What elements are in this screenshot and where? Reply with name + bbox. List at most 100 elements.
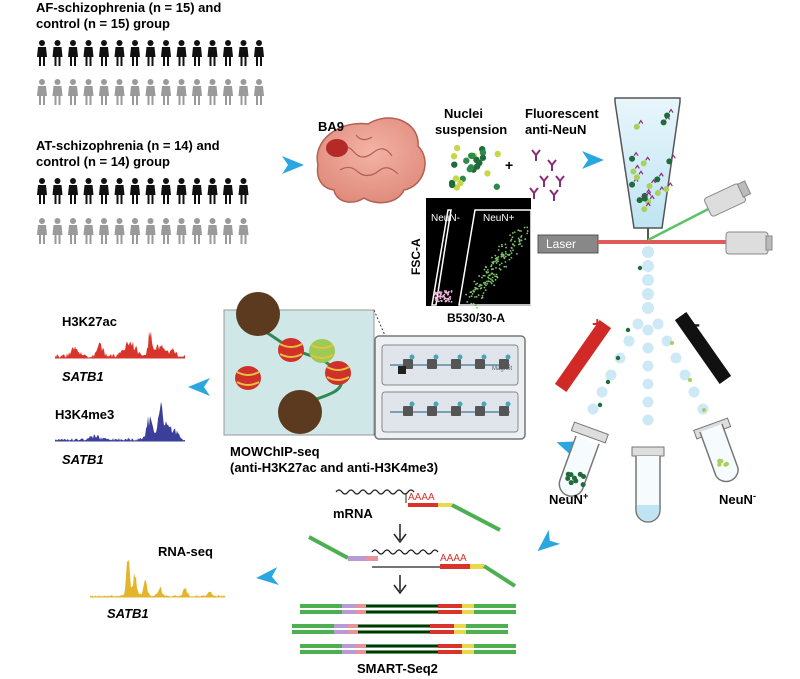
person-icon [52,178,63,204]
minus-plate-label: - [694,314,700,334]
facs-neg-gate-label: NeuN- [431,213,460,224]
person-icon [238,79,249,105]
person-icon [130,178,140,204]
person-icon [207,79,218,105]
person-icon [52,79,63,105]
antibody-label-1: Fluorescent [525,106,599,121]
af-group-grey-row [37,79,264,105]
person-icon [68,79,78,105]
person-icon [176,40,187,66]
facs-ylabel: FSC-A [409,238,423,275]
person-icon [130,218,140,244]
nucleosome-red-1 [278,338,304,362]
rnaseq-track [90,559,225,598]
h3k4me3-gene: SATB1 [62,452,104,467]
polya-label-1: AAAA [408,492,435,503]
brain-illustration [316,117,426,204]
person-icon [254,79,264,105]
at-group-label-2: control (n = 14) group [36,154,170,169]
person-icon [176,218,187,244]
sorting-column [614,97,681,240]
rnaseq-gene: SATB1 [107,606,149,621]
person-icon [37,79,47,105]
person-icon [99,178,109,204]
person-icon [161,178,171,204]
chip-magnet-label: Magnet [492,366,512,372]
neun-neg-label: NeuN- [719,491,756,507]
anti-neun-antibodies [529,149,565,201]
person-icon [145,178,156,204]
antibody-label-2: anti-NeuN [525,122,586,137]
person-icon [192,178,202,204]
facs-xlabel: B530/30-A [447,311,505,325]
person-icon [192,79,202,105]
person-icon [37,178,47,204]
person-icon [99,40,109,66]
droplet-streams [587,246,709,426]
plus-sign: + [505,157,513,173]
person-icon [68,40,78,66]
h3k27ac-gene: SATB1 [62,369,104,384]
person-icon [68,218,78,244]
laser-label: Laser [546,237,576,251]
person-icon [192,40,202,66]
h3k4me3-label: H3K4me3 [55,407,114,422]
person-icon [192,218,202,244]
person-icon [52,218,63,244]
nuclei-label-1: Nuclei [444,106,483,121]
mrna-label: mRNA [333,506,373,521]
at-group-label-1: AT-schizophrenia (n = 14) and [36,138,220,153]
collection-tube-center [631,446,665,523]
h3k4me3-track [55,401,185,442]
mowchip-device [374,335,526,440]
person-icon [207,218,218,244]
at-group-dark-row [37,178,249,204]
positive-plate [554,320,612,392]
mowchip-label-2: (anti-H3K27ac and anti-H3K4me3) [230,460,438,475]
brain-region-label: BA9 [318,119,344,134]
person-icon [83,40,94,66]
plus-plate-label: + [592,314,603,334]
facs-pos-gate-label: NeuN+ [483,213,515,224]
chromatin-zoom-panel [223,292,400,436]
person-icon [99,79,109,105]
person-icon [254,40,264,66]
person-icon [114,218,125,244]
person-icon [223,178,233,204]
person-icon [223,79,233,105]
arrow-to-brain [282,156,304,174]
mowchip-label-1: MOWChIP-seq [230,444,320,459]
at-group-grey-row [37,218,249,244]
rnaseq-label: RNA-seq [158,544,213,559]
laser-emitter [537,231,773,255]
person-icon [238,218,249,244]
nucleosome-red-2 [235,366,261,390]
person-icon [223,218,233,244]
person-icon [68,178,78,204]
h3k27ac-track [55,331,185,359]
person-icon [52,40,63,66]
person-icon [37,40,47,66]
person-icon [145,218,156,244]
negative-plate [674,312,732,384]
person-icon [238,178,249,204]
af-group-dark-row [37,40,264,66]
person-icon [161,40,171,66]
facs-scatter-plot [426,198,532,309]
nucleosome-green [309,339,335,363]
person-icon [83,178,94,204]
nuclei-label-2: suspension [435,122,507,137]
person-icon [176,79,187,105]
arrow-to-column [582,151,604,169]
person-icon [176,178,187,204]
person-icon [114,79,125,105]
person-icon [37,218,47,244]
person-icon [145,79,156,105]
af-group-label-2: control (n = 15) group [36,16,170,31]
arrow-to-smartseq [531,530,561,558]
person-icon [238,40,249,66]
person-icon [145,40,156,66]
person-icon [161,218,171,244]
nuclei-suspension-dots [448,144,501,191]
